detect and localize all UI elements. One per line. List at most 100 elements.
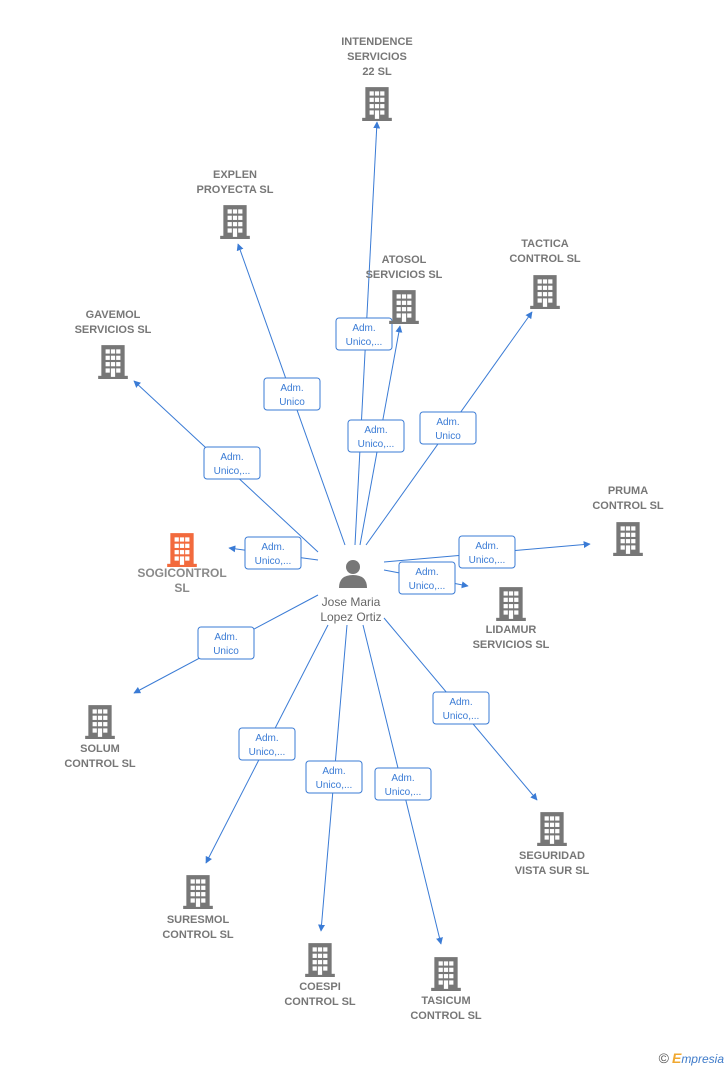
- building-icon: [305, 943, 335, 977]
- edge-label-text: Adm.: [475, 541, 498, 552]
- edge-label-text: Unico: [213, 646, 239, 657]
- edge-label-text: Adm.: [415, 567, 438, 578]
- company-name-line: CONTROL SL: [64, 758, 136, 770]
- company-node-gavemol[interactable]: GAVEMOL SERVICIOS SL: [75, 309, 152, 379]
- edge-suresmol: Adm. Unico,...: [205, 624, 329, 864]
- building-icon: [183, 875, 213, 909]
- company-name-line: INTENDENCE: [341, 36, 413, 48]
- edge-label-box: [263, 377, 321, 411]
- edge-label-text: Unico: [435, 431, 461, 442]
- edge-label-text: Adm.: [449, 697, 472, 708]
- company-name-line: SERVICIOS SL: [366, 269, 443, 281]
- company-node-atosol[interactable]: ATOSOL SERVICIOS SL: [366, 254, 443, 324]
- company-name-line: CONTROL SL: [509, 253, 581, 265]
- company-name-line: LIDAMUR: [486, 624, 537, 636]
- building-icon: [167, 533, 197, 567]
- person-node[interactable]: Jose Maria Lopez Ortiz: [320, 560, 382, 624]
- edge-label-intendence[interactable]: Adm.Unico,...: [335, 317, 393, 351]
- building-icon: [537, 812, 567, 846]
- company-name-line: SERVICIOS SL: [75, 324, 152, 336]
- edge-sogicontrol: Adm.Unico,...: [228, 536, 319, 570]
- building-icon: [530, 275, 560, 309]
- company-name-line: CONTROL SL: [162, 929, 234, 941]
- company-name-line: SOGICONTROL: [137, 566, 226, 580]
- company-name-line: COESPI: [299, 981, 341, 993]
- edge-label-box: [335, 317, 393, 351]
- edge-label-text: Unico,...: [346, 337, 383, 348]
- edge-label-pruma[interactable]: Adm. Unico,...: [458, 535, 516, 569]
- building-icon: [85, 705, 115, 739]
- company-node-lidamur[interactable]: LIDAMUR SERVICIOS SL: [473, 587, 550, 651]
- edge-pruma: Adm. Unico,...: [383, 535, 591, 569]
- edge-label-text: Unico,...: [316, 780, 353, 791]
- company-name-line: SEGURIDAD: [519, 850, 585, 862]
- company-name-line: CONTROL SL: [284, 996, 356, 1008]
- edge-label-atosol[interactable]: Adm.Unico,...: [347, 419, 405, 453]
- edge-label-box: [374, 767, 432, 801]
- edge-label-explen[interactable]: Adm.Unico: [263, 377, 321, 411]
- company-name-line: TASICUM: [421, 995, 470, 1007]
- company-name-line: GAVEMOL: [86, 309, 141, 321]
- edge-label-sogicontrol[interactable]: Adm.Unico,...: [244, 536, 302, 570]
- company-node-tactica[interactable]: TACTICA CONTROL SL: [509, 238, 581, 309]
- edge-label-box: [419, 411, 477, 445]
- edge-seguridad: Adm.Unico,...: [383, 617, 538, 801]
- company-name-line: SL: [174, 581, 189, 595]
- edge-label-text: Adm.: [391, 773, 414, 784]
- edge-label-text: Adm.: [214, 632, 237, 643]
- company-name-line: SERVICIOS SL: [473, 639, 550, 651]
- company-name-line: PRUMA: [608, 485, 648, 497]
- edge-label-coespi[interactable]: Adm.Unico,...: [305, 760, 363, 794]
- brand-initial: E: [671, 1050, 682, 1066]
- edge-label-tasicum[interactable]: Adm.Unico,...: [374, 767, 432, 801]
- company-name-line: TACTICA: [521, 238, 569, 250]
- company-name-line: PROYECTA SL: [196, 184, 273, 196]
- company-node-intendence[interactable]: INTENDENCE SERVICIOS 22 SL: [341, 36, 413, 121]
- building-icon: [496, 587, 526, 621]
- edge-label-box: [458, 535, 516, 569]
- edge-label-text: Adm.: [364, 425, 387, 436]
- company-name-line: SERVICIOS: [347, 51, 407, 63]
- edge-label-box: [347, 419, 405, 453]
- company-node-coespi[interactable]: COESPI CONTROL SL: [284, 943, 356, 1008]
- edge-label-gavemol[interactable]: Adm.Unico,...: [203, 446, 261, 480]
- company-node-explen[interactable]: EXPLEN PROYECTA SL: [196, 169, 274, 239]
- person-name-line1: Jose Maria: [322, 595, 381, 609]
- edge-gavemol: Adm. Unico,...: [133, 380, 319, 553]
- company-node-solum[interactable]: SOLUM CONTROL SL: [64, 705, 136, 770]
- edge-label-solum[interactable]: Adm. Unico: [197, 626, 255, 660]
- edge-lidamur: Adm.Unico,...: [383, 561, 469, 595]
- edge-label-text: Unico,...: [214, 466, 251, 477]
- edge-label-lidamur[interactable]: Adm.Unico,...: [398, 561, 456, 595]
- edge-label-tactica[interactable]: Adm.Unico: [419, 411, 477, 445]
- edge-intendence: Adm. Unico,...: [335, 121, 393, 546]
- company-name-line: SOLUM: [80, 743, 120, 755]
- edge-label-box: [197, 626, 255, 660]
- brand-name: mpresia: [681, 1052, 724, 1066]
- edge-label-text: Unico,...: [469, 555, 506, 566]
- company-name-line: EXPLEN: [213, 169, 257, 181]
- company-name-line: 22 SL: [362, 66, 392, 78]
- edge-explen: Adm.Unico: [236, 243, 346, 546]
- edge-label-text: Adm.: [261, 542, 284, 553]
- building-icon: [431, 957, 461, 991]
- edge-label-text: Unico,...: [249, 747, 286, 758]
- copyright-symbol: ©: [658, 1050, 669, 1066]
- building-icon: [220, 205, 250, 239]
- edge-label-box: [244, 536, 302, 570]
- building-icon: [613, 522, 643, 556]
- building-icon: [362, 87, 392, 121]
- edge-tactica: Adm. Unico: [365, 311, 533, 546]
- edge-atosol: Adm. Unico,...: [347, 325, 405, 546]
- brand-logo: ©Empresia: [659, 1050, 724, 1066]
- edge-label-box: [305, 760, 363, 794]
- company-name-line: ATOSOL: [382, 254, 427, 266]
- edge-label-seguridad[interactable]: Adm.Unico,...: [432, 691, 490, 725]
- edge-label-text: Adm.: [255, 733, 278, 744]
- edge-label-suresmol[interactable]: Adm. Unico,...: [238, 727, 296, 761]
